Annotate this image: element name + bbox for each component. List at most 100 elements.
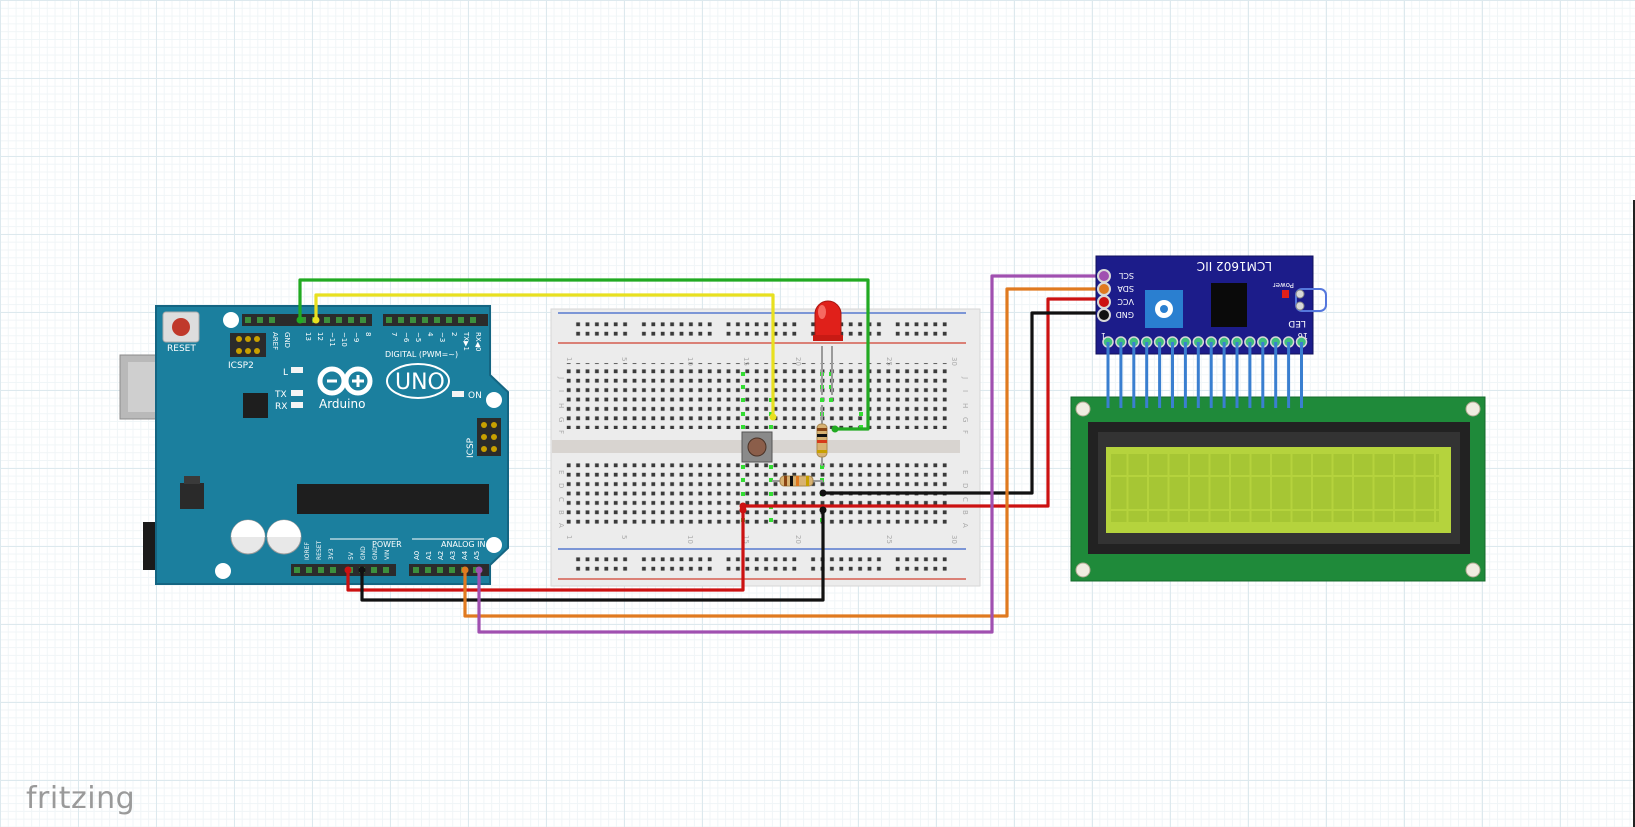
power-label: POWER bbox=[372, 540, 402, 549]
digital-pin-label: ~9 bbox=[352, 332, 360, 342]
led-jumper[interactable] bbox=[1295, 288, 1327, 312]
usb-chip bbox=[243, 393, 268, 418]
row-letter: F bbox=[961, 430, 969, 434]
row-letter: H bbox=[961, 403, 969, 408]
power-rail-bottom bbox=[571, 554, 951, 574]
led-l-label: L bbox=[283, 368, 288, 378]
atmega-chip bbox=[297, 484, 489, 514]
arduino-logo bbox=[317, 366, 373, 396]
potentiometer-center bbox=[1160, 305, 1168, 313]
arduino-board bbox=[155, 305, 509, 585]
i2c-pin-last-label: 16 bbox=[1298, 331, 1308, 340]
wire-green[interactable] bbox=[298, 278, 870, 431]
wire-orange-sda[interactable] bbox=[463, 287, 1102, 618]
rail-gap bbox=[714, 316, 722, 340]
power-pin-label: 3V3 bbox=[328, 548, 335, 560]
push-button-cap[interactable] bbox=[747, 437, 767, 457]
rail-gap bbox=[884, 316, 892, 340]
reset-label: RESET bbox=[167, 344, 196, 354]
terminal-strip-top bbox=[566, 363, 951, 429]
i2c-pin-label: SDA bbox=[1117, 284, 1134, 293]
row-letter: I bbox=[557, 390, 565, 392]
digital-pin-label: ~6 bbox=[402, 332, 410, 343]
analog-pin-label: A2 bbox=[437, 551, 445, 560]
capacitor-top bbox=[267, 520, 301, 537]
digital-pin-label: RX◀0 bbox=[474, 332, 482, 352]
digital-pin-label: 8 bbox=[364, 332, 372, 336]
i2c-title: LCM1602 IIC bbox=[1197, 259, 1272, 273]
window-edge bbox=[1633, 200, 1635, 827]
row-letter: F bbox=[557, 430, 565, 434]
wire-black-gnd[interactable] bbox=[360, 510, 825, 602]
reset-button-cap[interactable] bbox=[172, 318, 190, 336]
analog-pin-label: A1 bbox=[425, 551, 433, 560]
row-letter: A bbox=[557, 523, 565, 528]
digital-pin-label: ~5 bbox=[414, 332, 422, 342]
rail-gap bbox=[629, 552, 637, 576]
wire-red-5v[interactable] bbox=[346, 510, 745, 592]
row-letter: A bbox=[961, 523, 969, 528]
wire-black-lcd-gnd[interactable] bbox=[823, 311, 1102, 495]
row-letter: D bbox=[961, 483, 969, 488]
led-tx-label: TX bbox=[274, 390, 287, 400]
mounting-hole bbox=[486, 537, 502, 553]
digital-pin-label: 13 bbox=[304, 332, 312, 341]
column-number: 30 bbox=[950, 535, 958, 544]
row-letter: I bbox=[961, 390, 969, 392]
i2c-chip bbox=[1211, 283, 1247, 327]
power-rail-top bbox=[571, 318, 951, 338]
row-letter: C bbox=[961, 497, 969, 502]
column-number: 25 bbox=[885, 357, 893, 366]
column-number: 1 bbox=[565, 357, 573, 361]
row-letter: E bbox=[961, 470, 969, 474]
led-body bbox=[814, 300, 842, 340]
analog-pin-label: A5 bbox=[473, 551, 481, 560]
column-number: 20 bbox=[794, 357, 802, 366]
digital-label: DIGITAL (PWM=~) bbox=[385, 350, 458, 359]
i2c-power-label: Power bbox=[1273, 281, 1294, 289]
icsp2-header bbox=[230, 333, 266, 357]
fritzing-logo: fritzing bbox=[26, 781, 136, 816]
rail-gap bbox=[714, 552, 722, 576]
power-pin-label: IOREF bbox=[304, 542, 311, 560]
i2c-pin-label: SCL bbox=[1118, 271, 1134, 280]
column-number: 10 bbox=[686, 535, 694, 544]
column-number: 15 bbox=[742, 535, 750, 544]
wire-ends bbox=[296, 316, 839, 574]
column-number: 5 bbox=[620, 535, 628, 539]
digital-pin-label: ~10 bbox=[340, 332, 348, 347]
column-number: 15 bbox=[742, 357, 750, 366]
row-letter: B bbox=[557, 510, 565, 515]
arduino-brand: Arduino bbox=[319, 397, 365, 411]
column-number: 1 bbox=[565, 535, 573, 539]
wire-purple-scl[interactable] bbox=[477, 274, 1102, 634]
voltage-regulator-tab bbox=[184, 476, 200, 484]
power-pin-label: GND bbox=[360, 546, 367, 560]
led-rim bbox=[813, 335, 843, 341]
row-letter: G bbox=[961, 417, 969, 422]
led-l bbox=[291, 367, 303, 373]
led-rx-label: RX bbox=[275, 402, 287, 412]
row-letter: J bbox=[557, 376, 565, 379]
rail-gap bbox=[799, 316, 807, 340]
digital-header-pins bbox=[245, 317, 476, 323]
lcd-1602[interactable] bbox=[1070, 342, 1486, 582]
wire-red-vcc[interactable] bbox=[743, 297, 1102, 508]
analog-pin-label: A0 bbox=[413, 551, 421, 560]
push-button[interactable] bbox=[741, 431, 773, 463]
wires bbox=[298, 274, 1102, 634]
resistor-button bbox=[772, 475, 823, 487]
i2c-led-label: LED bbox=[1288, 318, 1306, 328]
lcd-pin-wires bbox=[1106, 342, 1303, 408]
power-pin-label: VIN bbox=[384, 550, 391, 560]
power-pin-label: RESET bbox=[316, 540, 323, 560]
digital-pin-label: 7 bbox=[390, 332, 398, 336]
icsp2-label: ICSP2 bbox=[228, 361, 254, 371]
wire-yellow[interactable] bbox=[314, 293, 775, 417]
row-letter: E bbox=[557, 470, 565, 474]
